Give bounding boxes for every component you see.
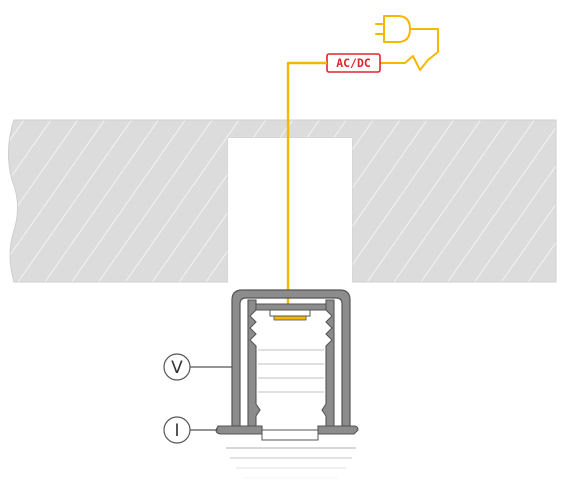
power-plug-icon [375, 15, 439, 61]
callout-v: V [163, 353, 232, 381]
callout-i-label: I [174, 421, 179, 441]
bottom-fade [200, 440, 380, 482]
callout-v-label: V [171, 358, 183, 378]
profile-inner-ghost-lines [258, 349, 324, 393]
profile-flange-left [215, 425, 263, 435]
led-chip [269, 309, 311, 317]
wall-section [8, 119, 557, 283]
callout-i: I [163, 416, 218, 444]
led-feed-cable [286, 61, 327, 318]
led-strip-icon [273, 315, 307, 321]
profile-diffuser [261, 429, 319, 441]
profile-inner-clip-right [321, 299, 335, 427]
profile-flange-right [317, 425, 359, 435]
wall-recess-cutout [228, 138, 352, 282]
profile-inner-clip-left [247, 299, 261, 427]
mains-cable-zigzag [380, 55, 429, 71]
converter-label: AC/DC [336, 56, 371, 70]
led-mount-bar [255, 303, 327, 311]
wall-hatched-fill [8, 119, 557, 283]
ac-dc-converter-box: AC/DC [326, 53, 381, 73]
aluminium-profile [200, 289, 380, 482]
